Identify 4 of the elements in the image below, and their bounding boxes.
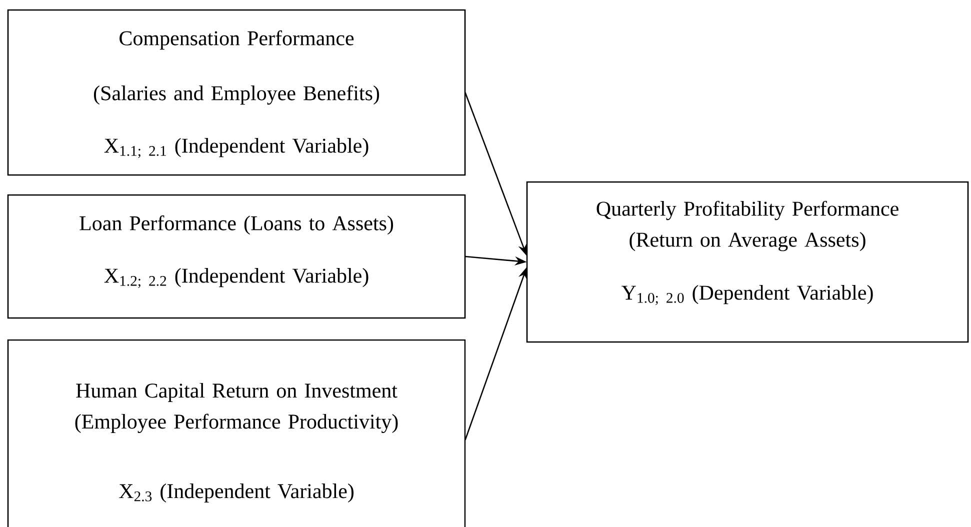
- process-box: Loan Performance (Loans to Assets) X$_{1.2; 2.2}$ (Independent Variable): [7, 194, 466, 319]
- process-box: Quarterly Profitability Performance (Return on Average Assets) Y$_{1.0; 2.0}$ (Dependent Variable): [526, 181, 969, 343]
- process-box: Human Capital Return on Investment (Employee Performance Productivity) X$_{2.3}$ (Independent Variable): [7, 339, 466, 527]
- process-box: Compensation Performance (Salaries and Employee Benefits) X$_{1.1; 2.1}$ (Independent Variable): [7, 9, 466, 176]
